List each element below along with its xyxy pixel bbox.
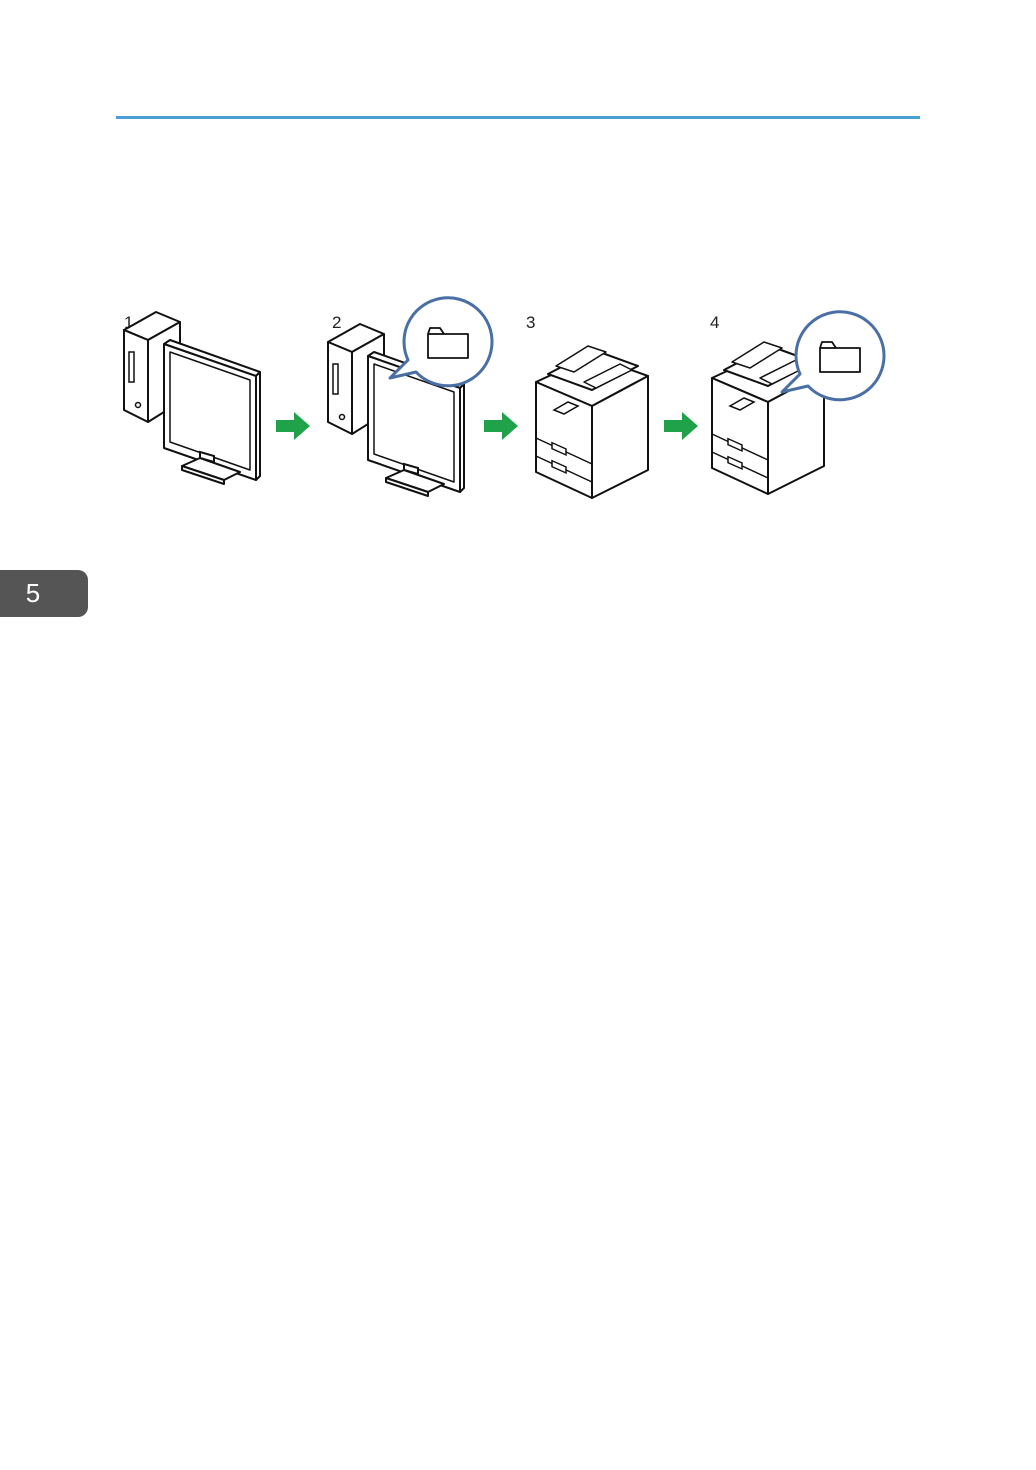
step-label-3: 3: [526, 313, 535, 332]
step-label-2: 2: [332, 313, 341, 332]
workflow-diagram: 1 2 3 4: [0, 0, 1036, 620]
arrow-right-icon: [484, 412, 518, 440]
arrow-right-icon: [664, 412, 698, 440]
step-label-4: 4: [710, 313, 719, 332]
computer-icon: [124, 312, 260, 484]
arrow-right-icon: [276, 412, 310, 440]
printer-icon: [536, 346, 648, 498]
